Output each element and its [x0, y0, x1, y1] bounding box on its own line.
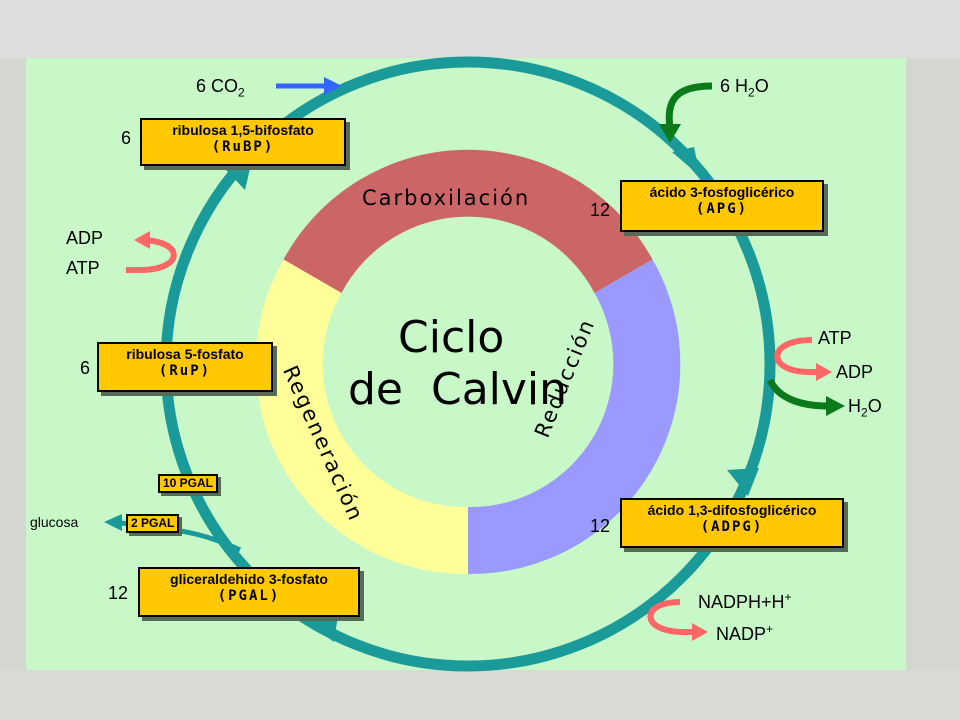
- nadp-label: NADP+: [716, 622, 774, 644]
- co2-arrowhead: [324, 77, 342, 95]
- apg-coefficient: 12: [590, 200, 611, 220]
- atp-adp-left-arrowhead: [134, 231, 150, 249]
- atp-adp-right-arrow: [774, 337, 818, 375]
- pgal-box: gliceraldehido 3-fosfato (PGAL): [138, 567, 360, 617]
- atp-right-label: ATP: [818, 328, 852, 348]
- rubp-abbr: (RuBP): [211, 139, 275, 155]
- pgal-2-box: 2 PGAL: [126, 514, 180, 533]
- rup-box: ribulosa 5-fosfato (RuP): [97, 342, 273, 392]
- water-in-arrowhead: [659, 124, 681, 143]
- adp-left-label: ADP: [66, 228, 104, 248]
- water-out-arrow: [766, 378, 829, 410]
- nadph-arrow: [647, 599, 694, 635]
- nadph-arrowhead: [692, 623, 708, 641]
- cycle-arrowhead: [727, 468, 759, 496]
- atp-adp-right-arrowhead: [816, 363, 832, 381]
- water-out-arrowhead: [826, 396, 845, 416]
- rup-name: ribulosa 5-fosfato: [126, 346, 244, 362]
- adpg-abbr: (ADPG): [700, 519, 764, 535]
- pgal-10-box: 10 PGAL: [158, 474, 219, 493]
- cycle-arrowhead: [310, 615, 338, 642]
- regeneration-segment: [255, 259, 468, 575]
- h2o-in-label: 6 H2O: [720, 76, 769, 100]
- apg-abbr: (APG): [695, 201, 749, 217]
- water-in-arrow: [665, 82, 713, 129]
- cycle-arrowhead: [672, 147, 700, 176]
- glucosa-label: glucosa: [30, 514, 79, 530]
- glucose-branch-arrowhead: [104, 514, 122, 531]
- center-title-line1: Ciclo: [398, 312, 505, 363]
- adp-right-label: ADP: [836, 362, 874, 382]
- pgal-coefficient: 12: [108, 583, 129, 603]
- atp-adp-left-arrow: [126, 237, 177, 273]
- pgal-name: gliceraldehido 3-fosfato: [170, 571, 328, 587]
- apg-name: ácido 3-fosfoglicérico: [649, 184, 795, 200]
- pgal-abbr: (PGAL): [217, 588, 281, 604]
- rup-coefficient: 6: [80, 358, 91, 378]
- rup-abbr: (RuP): [158, 363, 212, 379]
- adpg-name: ácido 1,3-difosfoglicérico: [647, 502, 817, 518]
- phase-carboxylation-label: Carboxilación: [362, 186, 531, 210]
- cycle-center: [325, 221, 611, 507]
- rubp-coefficient: 6: [121, 128, 132, 148]
- rubp-name: ribulosa 1,5-bifosfato: [172, 122, 314, 138]
- h2o-out-label: H2O: [848, 396, 882, 420]
- adpg-box: ácido 1,3-difosfoglicérico (ADPG): [620, 498, 844, 548]
- apg-box: ácido 3-fosfoglicérico (APG): [620, 180, 824, 232]
- co2-label: 6 CO2: [196, 76, 245, 100]
- carboxylation-segment: [283, 149, 653, 293]
- cycle-arrowhead: [226, 160, 252, 190]
- reduction-segment: [468, 259, 681, 575]
- adpg-coefficient: 12: [590, 516, 611, 536]
- nadph-label: NADPH+H+: [698, 590, 792, 612]
- rubp-box: ribulosa 1,5-bifosfato (RuBP): [140, 118, 346, 166]
- center-title-line2: de Calvin: [348, 364, 568, 415]
- background-band-top: [0, 0, 960, 58]
- background-band-bottom: [0, 670, 960, 720]
- atp-left-label: ATP: [66, 258, 100, 278]
